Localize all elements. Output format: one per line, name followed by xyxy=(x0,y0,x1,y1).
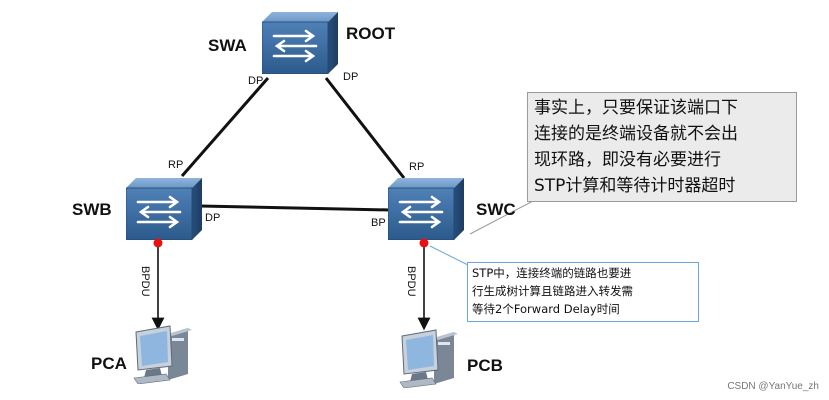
swb-port-right: DP xyxy=(205,212,221,224)
callout-main-line: 事实上，只要保证该端口下 xyxy=(534,98,738,118)
callout-main-line: 现环路，即没有必要进行 xyxy=(534,150,721,170)
swb-label: SWB xyxy=(72,200,112,219)
root-label: ROOT xyxy=(346,24,396,43)
switch-swc-icon xyxy=(388,178,464,240)
link-swa-swc xyxy=(324,77,406,179)
swc-port-up: RP xyxy=(409,161,425,173)
link-swb-swc xyxy=(199,204,391,212)
swc-label: SWC xyxy=(476,200,516,219)
callout-main: 事实上，只要保证该端口下 连接的是终端设备就不会出 现环路，即没有必要进行 ST… xyxy=(527,92,797,202)
callout-main-line: STP计算和等待计时器超时 xyxy=(534,176,736,196)
callout-note: STP中，连接终端的链路也要进 行生成树计算且链路进入转发需 等待2个Forwa… xyxy=(467,262,699,322)
pc-pcb-icon xyxy=(399,329,459,388)
callout-note-line: 等待2个Forward Delay时间 xyxy=(472,302,620,316)
pcb-label: PCB xyxy=(467,356,503,375)
callout-note-line: STP中，连接终端的链路也要进 xyxy=(472,266,632,280)
callout-main-line: 连接的是终端设备就不会出 xyxy=(534,124,738,144)
swa-port-right: DP xyxy=(343,71,359,83)
swb-edge-port-dot xyxy=(153,238,163,248)
callout-note-pointer xyxy=(429,245,471,267)
swc-port-left: BP xyxy=(371,217,386,229)
link-swa-swb xyxy=(180,77,270,177)
swc-edge-port-dot xyxy=(419,238,429,248)
pc-pca-icon xyxy=(133,325,193,384)
switch-swb-icon xyxy=(126,178,202,240)
swb-port-up: RP xyxy=(168,159,184,171)
bpdu-label-right: BPDU xyxy=(405,266,417,297)
bpdu-label-left: BPDU xyxy=(139,266,151,297)
swa-label: SWA xyxy=(208,36,247,55)
swa-port-left: DP xyxy=(248,75,264,87)
watermark: CSDN @YanYue_zh xyxy=(727,381,819,392)
switch-swa-icon xyxy=(262,12,338,74)
callout-note-line: 行生成树计算且链路进入转发需 xyxy=(472,284,633,298)
callout-main-pointer xyxy=(469,199,536,235)
pca-label: PCA xyxy=(91,354,127,373)
